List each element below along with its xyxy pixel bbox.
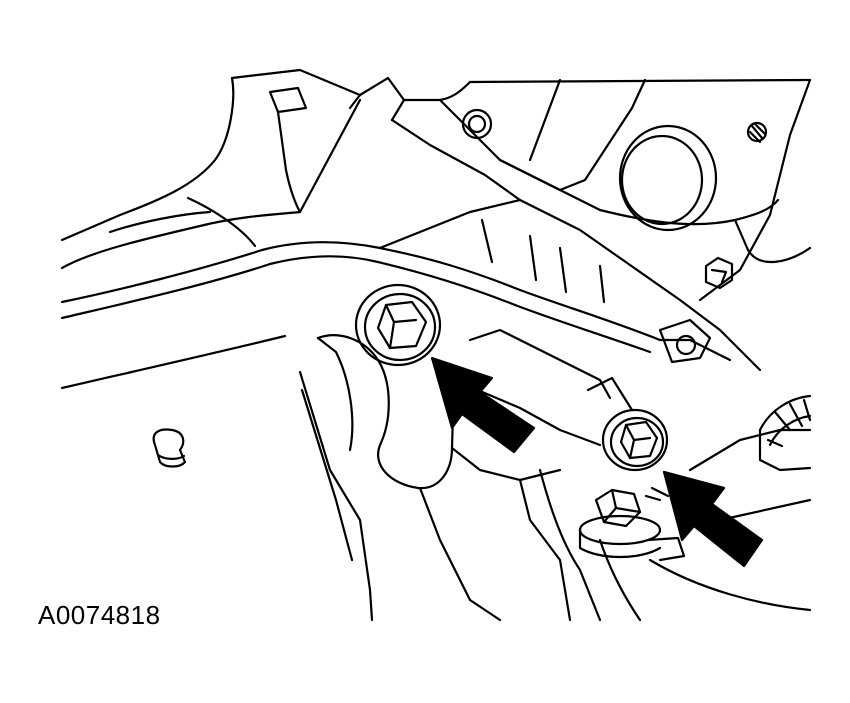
bolt-lower (586, 376, 669, 472)
oil-pan-rail (60, 198, 762, 390)
pulley (758, 394, 812, 472)
engine-block (358, 76, 812, 302)
bolt-upper (354, 283, 442, 367)
arrow-bolt-upper (430, 356, 536, 454)
figure-id-label: A0074818 (38, 600, 161, 630)
lower-housing (298, 328, 812, 622)
upper-housing (60, 68, 362, 270)
bolt-flange (578, 486, 686, 562)
plug (152, 428, 187, 468)
arrow-bolt-lower (662, 470, 764, 568)
